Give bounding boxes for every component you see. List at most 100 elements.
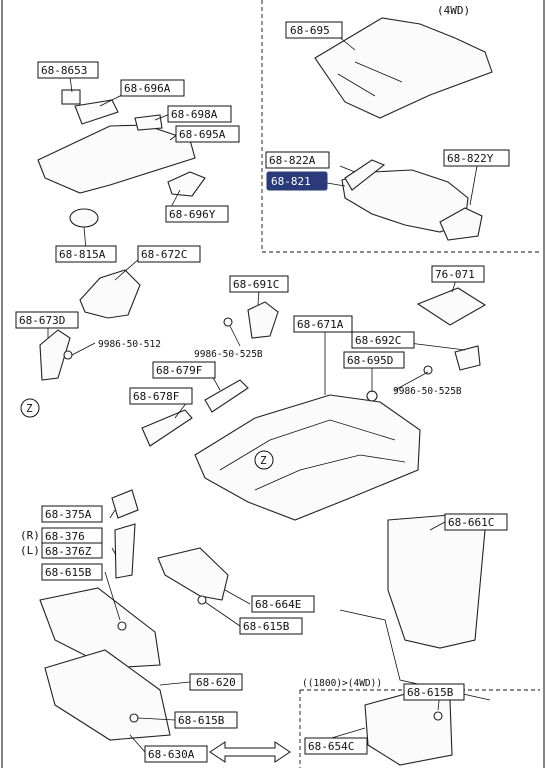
bolt-label-9986-50-525b-a: 9986-50-525B — [194, 349, 263, 360]
label-box-68-696y[interactable] — [165, 205, 229, 223]
bolt-label-9986-50-512: 9986-50-512 — [98, 339, 161, 350]
part-dash-insulator-630a[interactable] — [44, 649, 171, 741]
part-rear-carpet-4wd[interactable] — [314, 17, 493, 119]
label-box-68-8653[interactable] — [37, 61, 99, 79]
label-68-822a: 68-822A — [269, 154, 316, 167]
label-68-615b-b: 68-615B — [243, 620, 290, 633]
bolt-9986-50-512 — [63, 350, 73, 360]
label-68-821: 68-821 — [271, 175, 311, 188]
label-box-68-678f[interactable] — [129, 387, 193, 405]
label-box-68-615b-d[interactable] — [403, 683, 465, 701]
bolt-label-9986-50-525b-b: 9986-50-525B — [393, 386, 462, 397]
part-bracket-696y[interactable] — [167, 171, 206, 197]
label-68-696y: 68-696Y — [169, 208, 216, 221]
part-dash-insulator-661c[interactable] — [387, 514, 486, 649]
part-rear-carpet-seam — [337, 73, 376, 97]
label-68-615b-a: 68-615B — [45, 566, 92, 579]
label-box-68-630a[interactable] — [144, 745, 208, 763]
variant-label: (4WD) — [437, 4, 470, 17]
clip-615b-c — [129, 713, 139, 723]
label-box-68-695a[interactable] — [175, 125, 240, 143]
part-bracket-692c[interactable] — [454, 345, 481, 371]
part-bracket-822a[interactable] — [344, 159, 386, 191]
label-box-68-822y[interactable] — [443, 149, 510, 167]
label-68-376: 68-376 — [45, 530, 85, 543]
label-68-691c: 68-691C — [233, 278, 279, 291]
label-box-68-673d[interactable] — [15, 311, 79, 329]
part-insulator-672c[interactable] — [79, 269, 141, 319]
label-box-68-696a[interactable] — [120, 79, 185, 97]
part-dash-insulator-620[interactable] — [39, 587, 161, 669]
part-pad-679f[interactable] — [204, 379, 249, 413]
label-68-695: 68-695 — [290, 24, 330, 37]
label-box-68-691c[interactable] — [229, 275, 289, 293]
part-bracket-696a[interactable] — [74, 99, 119, 125]
variant-inset-label: ((1800)>(4WD)) — [302, 678, 382, 689]
label-box-68-661c[interactable] — [444, 513, 508, 531]
label-box-68-376z[interactable] — [41, 542, 103, 559]
label-68-661c: 68-661C — [448, 516, 494, 529]
inset-frame-4wd — [261, 0, 540, 253]
label-box-68-615b-c[interactable] — [174, 711, 238, 729]
part-clip-698a[interactable] — [134, 114, 163, 131]
part-bracket-376[interactable] — [114, 523, 136, 579]
part-rear-carpet-seam2 — [354, 61, 403, 83]
part-mat-822y[interactable] — [439, 207, 483, 241]
label-box-68-375a[interactable] — [41, 505, 103, 523]
z-marker-center-text: Z — [260, 454, 267, 467]
z-marker-left — [20, 398, 40, 418]
part-bracket-673d[interactable] — [39, 329, 71, 381]
label-box-68-679f[interactable] — [152, 361, 216, 379]
label-68-8653: 68-8653 — [41, 64, 87, 77]
r-mark: (R) — [20, 529, 40, 542]
part-plug-695d[interactable] — [366, 390, 378, 402]
label-box-68-695[interactable] — [285, 21, 343, 39]
part-rear-mat-695a[interactable] — [37, 124, 196, 194]
label-box-68-654c[interactable] — [304, 737, 368, 755]
label-box-68-672c[interactable] — [137, 245, 201, 263]
label-68-620: 68-620 — [196, 676, 236, 689]
part-clip-8653[interactable] — [61, 89, 81, 105]
clip-615b-a — [197, 595, 207, 605]
label-68-664e: 68-664E — [255, 598, 301, 611]
label-box-76-071[interactable] — [431, 265, 485, 283]
label-68-671a: 68-671A — [297, 318, 344, 331]
part-insulator-664e[interactable] — [157, 547, 229, 601]
label-68-376z: 68-376Z — [45, 545, 92, 558]
label-68-695a: 68-695A — [179, 128, 226, 141]
label-68-615b-d: 68-615B — [407, 686, 454, 699]
part-pad-678f[interactable] — [141, 409, 193, 447]
label-76-071: 76-071 — [435, 268, 475, 281]
label-box-68-615b-b[interactable] — [239, 617, 303, 635]
z-marker-center — [254, 450, 274, 470]
label-box-68-615b-a[interactable] — [41, 563, 103, 581]
label-68-692c: 68-692C — [355, 334, 401, 347]
label-box-68-698a[interactable] — [167, 105, 232, 123]
label-68-672c: 68-672C — [141, 248, 187, 261]
part-main-carpet-671a[interactable] — [194, 394, 421, 521]
z-marker-left-text: Z — [26, 402, 33, 415]
part-bracket-691c[interactable] — [247, 301, 279, 339]
clip-615b-b — [117, 621, 127, 631]
label-68-673d: 68-673D — [19, 314, 65, 327]
part-plug-815a[interactable] — [69, 208, 99, 228]
label-box-68-620[interactable] — [189, 673, 243, 691]
label-box-68-695d[interactable] — [343, 351, 405, 369]
label-box-68-822a[interactable] — [265, 151, 330, 169]
label-box-68-664e[interactable] — [251, 595, 315, 613]
label-68-822y: 68-822Y — [447, 152, 494, 165]
bolt-9986-50-525b-b — [423, 365, 433, 375]
part-main-carpet-ridge — [219, 419, 396, 471]
label-box-68-671a[interactable] — [293, 315, 353, 333]
part-bracket-375a[interactable] — [111, 489, 139, 519]
label-box-68-692c[interactable] — [351, 331, 415, 349]
part-sheet-76-071[interactable] — [416, 287, 487, 326]
bolt-9986-50-525b-a — [223, 317, 233, 327]
label-68-679f: 68-679F — [156, 364, 202, 377]
label-68-695d: 68-695D — [347, 354, 393, 367]
label-68-815a: 68-815A — [59, 248, 106, 261]
label-box-68-815a[interactable] — [55, 245, 117, 263]
part-main-carpet-ridge2 — [254, 454, 406, 491]
label-box-68-821-selected[interactable] — [266, 171, 328, 191]
